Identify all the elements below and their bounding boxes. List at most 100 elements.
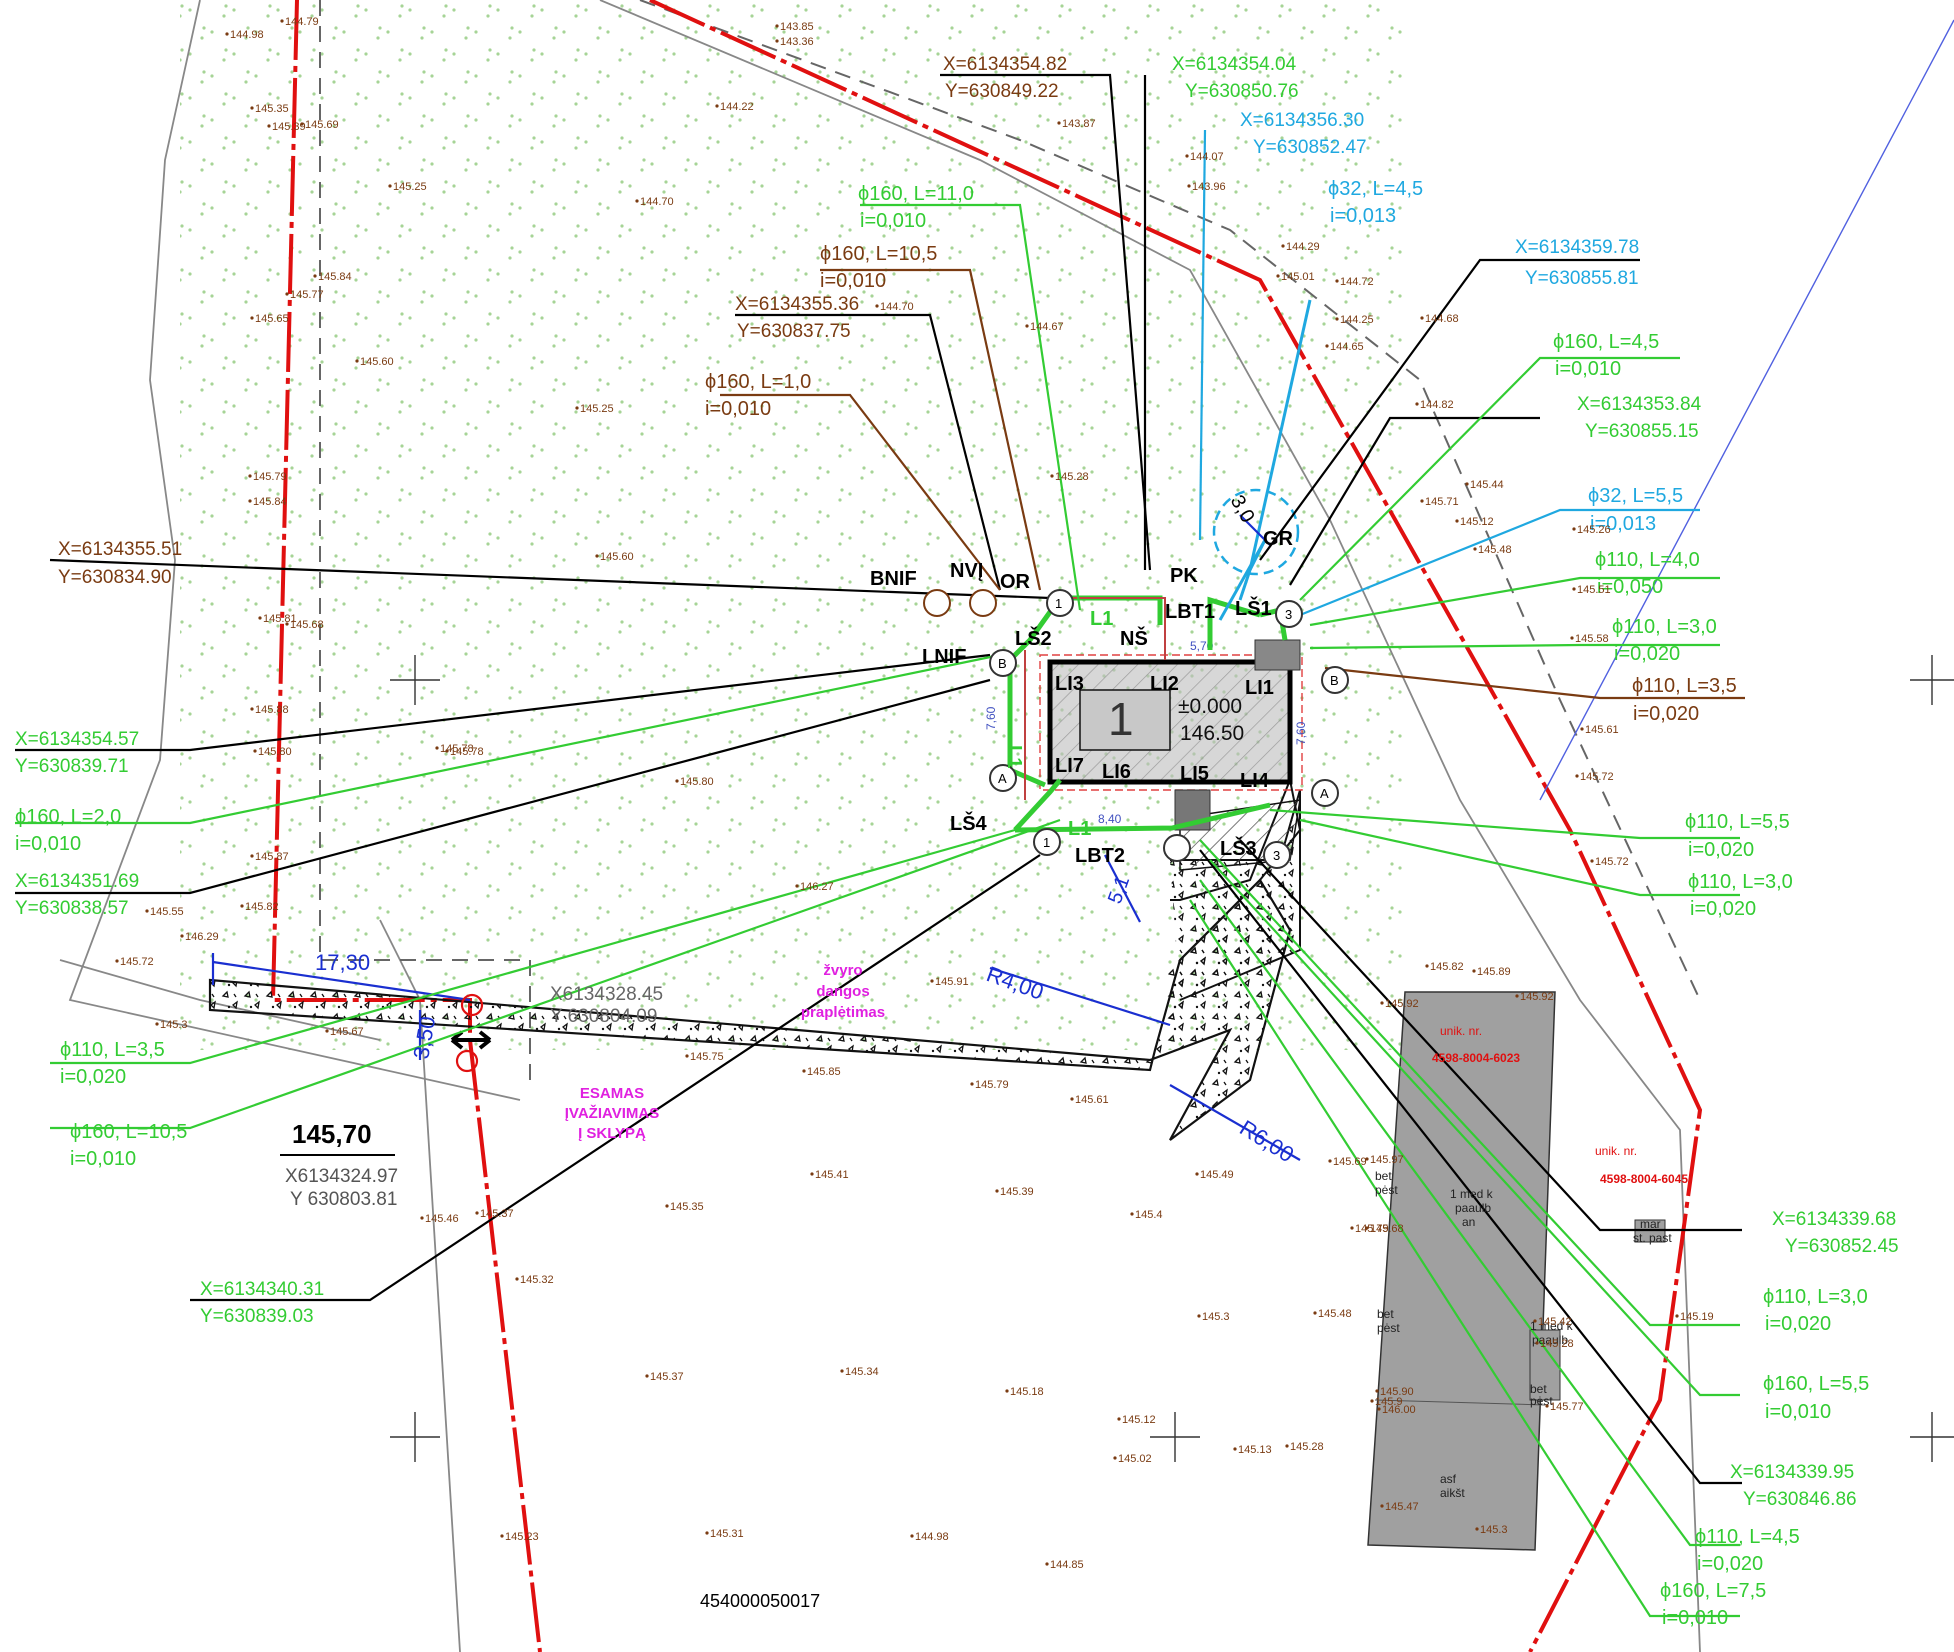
elevation-point-dot <box>1328 1159 1332 1163</box>
elevation-point-dot <box>500 1534 504 1538</box>
elevation-point-label: 145.9 <box>1375 1396 1403 1408</box>
coord-13-x: X6134328.45 <box>550 984 663 1005</box>
pipe-15-slope: i=0,020 <box>1765 1313 1831 1335</box>
elevation-point-dot <box>802 1069 806 1073</box>
elevation-point-dot <box>1057 121 1061 125</box>
pipe-12-slope: i=0,020 <box>1690 898 1756 920</box>
elevation-point-dot <box>1335 317 1339 321</box>
elevation-point-label: 144.79 <box>285 16 319 28</box>
axis-3-bottom: 3 <box>1273 848 1280 863</box>
elevation-point-dot <box>250 106 254 110</box>
elevation-point-dot <box>325 1029 329 1033</box>
coord-4-y: Y=630855.81 <box>1525 268 1639 289</box>
elevation-point-dot <box>1533 1319 1537 1323</box>
pipe-13: ϕ110, L=3,5 <box>60 1039 165 1061</box>
elevation-point-label: 145.18 <box>1010 1386 1044 1398</box>
unik-2-number: 4598-8004-6045 <box>1600 1172 1688 1186</box>
dim-17-30: 17,30 <box>315 950 370 975</box>
pipe-11: ϕ110, L=5,5 <box>1685 811 1790 833</box>
neighbour-building-1 <box>1367 991 1556 1551</box>
neighbour-labels: 1 med k paaulb an bet pėst bet pėst asf … <box>1375 1169 1672 1500</box>
elevation-point-dot <box>258 616 262 620</box>
elevation-point-label: 145.32 <box>520 1274 554 1286</box>
pipe-4-slope: i=0,013 <box>1330 205 1396 227</box>
elevation-point-label: 145.78 <box>450 746 484 758</box>
axis-letters: B B A A 1 3 1 3 <box>998 596 1339 863</box>
elevation-point-label: 145.25 <box>580 403 614 415</box>
gravel-note-2: dangos <box>816 983 869 1000</box>
elevation-point-label: 145.81 <box>263 613 297 625</box>
coord-2-x: X=6134354.04 <box>1172 54 1297 75</box>
elevation-point-label: 145.46 <box>425 1213 459 1225</box>
elevation-point-dot <box>1580 727 1584 731</box>
nb-label-k: st. past <box>1633 1231 1672 1245</box>
elevation-point-dot <box>250 707 254 711</box>
elevation-point-label: 145.42 <box>1538 1316 1572 1328</box>
elevation-point-label: 145.87 <box>255 851 289 863</box>
elevation-point-label: 145.92 <box>1385 998 1419 1010</box>
level-box-value: 145,70 <box>292 1119 372 1149</box>
elevation-point-label: 145.28 <box>1290 1441 1324 1453</box>
elevation-point-label: 145.51 <box>1577 584 1611 596</box>
elevation-point-dot <box>1545 1404 1549 1408</box>
elevation-point-dot <box>995 1189 999 1193</box>
elevation-point-dot <box>435 746 439 750</box>
elevation-point-dot <box>1675 1314 1679 1318</box>
building-zero-level: ±0.000 <box>1178 695 1242 718</box>
coord-6-y: Y=630855.15 <box>1585 421 1699 442</box>
nb-label-g: pėst <box>1377 1321 1400 1335</box>
nvi-manhole-icon <box>969 589 997 617</box>
elevation-point-label: 145.28 <box>1540 1338 1574 1350</box>
gravel-note-1: žvyro <box>823 962 862 979</box>
axis-1-top: 1 <box>1055 596 1062 611</box>
axis-a-right-icon <box>1311 779 1339 807</box>
elevation-point-dot <box>475 1211 479 1215</box>
elevation-point-label: 145.39 <box>272 121 306 133</box>
elevation-point-label: 145.61 <box>1585 724 1619 736</box>
parcel-number: 454000050017 <box>700 1591 820 1611</box>
elevation-point-label: 144.70 <box>880 301 914 313</box>
elevation-point-dot <box>1285 1444 1289 1448</box>
elevation-point-dot <box>1365 1226 1369 1230</box>
axis-b-right: B <box>1330 673 1339 688</box>
coord-4-x: X=6134359.78 <box>1515 237 1639 258</box>
elevation-point-label: 145.49 <box>1200 1169 1234 1181</box>
label-pk: PK <box>1170 565 1198 587</box>
coord-6-x: X=6134353.84 <box>1577 394 1702 415</box>
elevation-point-label: 145.61 <box>1075 1094 1109 1106</box>
pipe-5-slope: i=0,010 <box>1555 358 1621 380</box>
label-or: OR <box>1000 571 1031 593</box>
elevation-point-dot <box>180 934 184 938</box>
elevation-point-dot <box>1590 859 1594 863</box>
elevation-point-label: 145.13 <box>1238 1444 1272 1456</box>
elevation-point-dot <box>250 316 254 320</box>
elevation-point-dot <box>715 104 719 108</box>
elevation-point-dot <box>1195 1172 1199 1176</box>
nb-label-l: 1 med k <box>1530 1319 1574 1333</box>
elevation-point-label: 145.67 <box>330 1026 364 1038</box>
coord-5-x: X=6134355.36 <box>735 294 859 315</box>
node-1-top-icon <box>1046 589 1074 617</box>
elevation-point-dot <box>1420 316 1424 320</box>
elevation-point-label: 145.90 <box>1380 1386 1414 1398</box>
elevation-point-label: 145.28 <box>1055 471 1089 483</box>
elevation-point-dot <box>1535 1341 1539 1345</box>
elevation-point-label: 146.29 <box>185 931 219 943</box>
pipe-3-slope: i=0,010 <box>705 398 771 420</box>
elevation-point-dot <box>1472 969 1476 973</box>
elevation-point-label: 145.78 <box>440 743 474 755</box>
elevation-point-label: 145.39 <box>1000 1186 1034 1198</box>
elevation-point-dot <box>515 1277 519 1281</box>
elevation-point-label: 145.60 <box>600 551 634 563</box>
elevation-point-dot <box>875 304 879 308</box>
elevation-point-label: 146.00 <box>1382 1404 1416 1416</box>
elevation-point-label: 145.84 <box>253 496 287 508</box>
elevation-point-dot <box>635 199 639 203</box>
pipe-18: ϕ160, L=7,5 <box>1660 1580 1766 1602</box>
pipe-10: ϕ160, L=2,0 <box>15 806 121 828</box>
coord-14-y: Y 630803.81 <box>290 1189 397 1210</box>
elevation-point-label: 145.12 <box>1122 1414 1156 1426</box>
coord-10-y: Y=630839.03 <box>200 1306 314 1327</box>
label-lbt1: LBT1 <box>1165 601 1215 623</box>
